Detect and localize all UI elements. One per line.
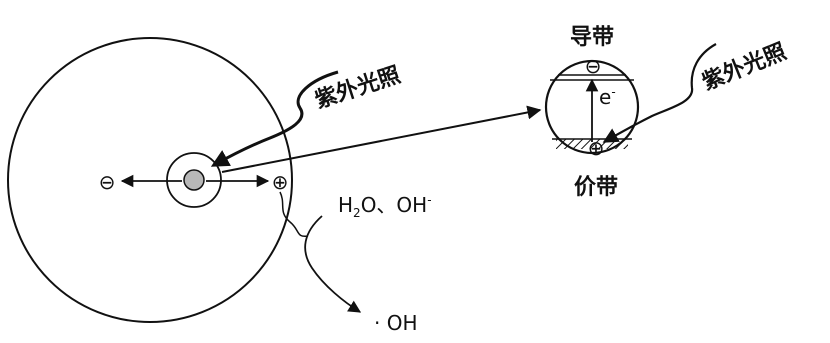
electron-band-symbol: ⊖ — [585, 54, 602, 78]
large-particle-circle — [7, 37, 293, 323]
hole-connector — [279, 191, 309, 238]
valence-band-label: 价带 — [574, 175, 618, 200]
valence-band-hatch — [556, 139, 628, 149]
conduction-band-label: 导带 — [570, 25, 614, 50]
zoom-arrow — [221, 105, 542, 173]
hole-band-symbol: ⊕ — [588, 136, 605, 160]
hole-symbol-right: ⊕ — [272, 170, 289, 194]
electron-symbol-left: ⊖ — [99, 170, 116, 194]
band-diagram-circle — [544, 59, 640, 155]
particle-core — [183, 169, 205, 191]
electron-label: e- — [599, 85, 616, 109]
reactant-label: H2O、OH- — [338, 193, 432, 220]
reaction-arrow — [304, 215, 362, 313]
uv-light-arrow-left — [210, 70, 339, 167]
uv-light-arrow-right — [602, 43, 717, 143]
product-label: · OH — [374, 311, 418, 335]
inner-ring — [166, 152, 222, 208]
uv-label-left: 紫外光照 — [312, 62, 404, 114]
